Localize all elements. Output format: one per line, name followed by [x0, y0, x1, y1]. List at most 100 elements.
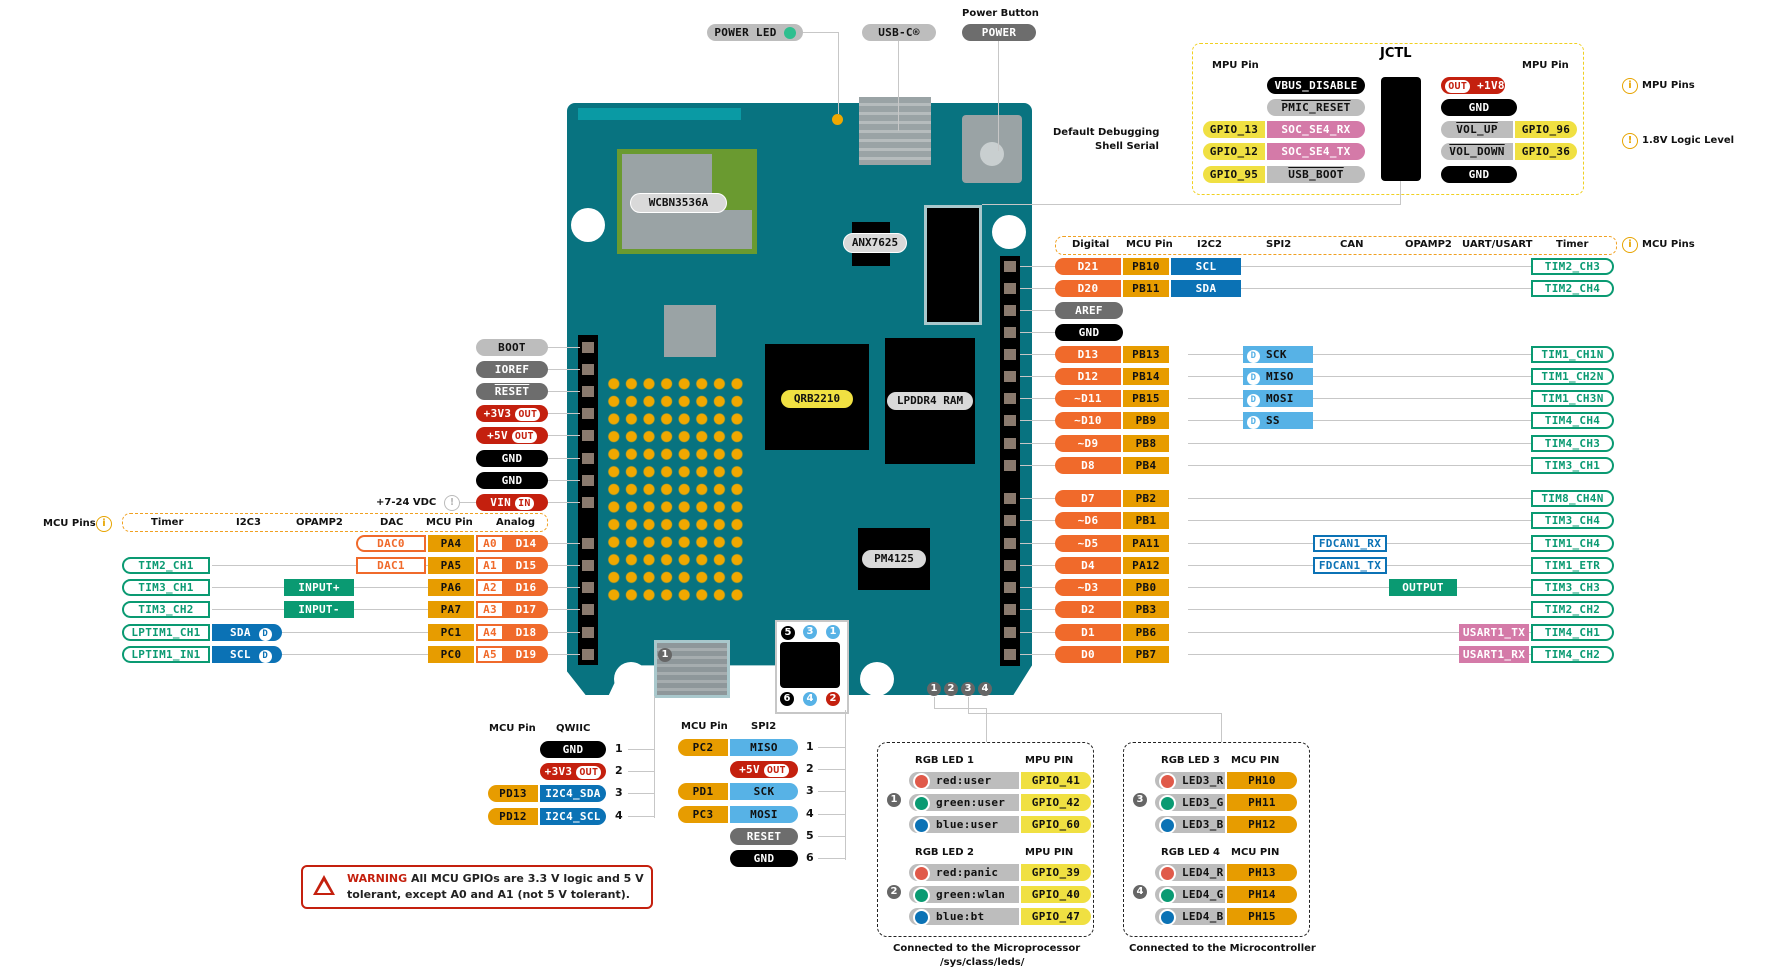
led-group-number: 3: [1133, 793, 1147, 807]
led-name: LED3_R: [1155, 772, 1225, 790]
header-pin: [1004, 261, 1016, 272]
spi2-mcu-header: MCU Pin: [681, 721, 728, 732]
led-blue-icon: [913, 908, 930, 926]
led-name: green:user: [909, 794, 1019, 812]
mcu-pin: PB7: [1123, 646, 1169, 663]
mpu-led-footer-2: /sys/class/leds/: [940, 957, 1025, 968]
spi-d-badge: D: [1247, 394, 1260, 407]
spi-pin-3: 3: [803, 625, 817, 639]
timer-pin: TIM4_CH3: [1531, 435, 1614, 452]
led-pin: PH14: [1227, 886, 1297, 903]
row-line: [1188, 266, 1598, 267]
led-pin-header: MPU PIN: [1025, 755, 1074, 766]
i2c-pin: SCL: [1171, 258, 1241, 275]
led-group-title: RGB LED 1: [915, 755, 974, 766]
timer-pin: TIM3_CH1: [1531, 457, 1614, 474]
i2c-d-badge: D: [258, 650, 272, 663]
col-spi2: SPI2: [1266, 239, 1292, 250]
col-digital: Digital: [1072, 239, 1110, 250]
spi-line: [818, 769, 845, 770]
led-name-text: LED3_B: [1182, 818, 1224, 831]
jctl-pmic-reset: PMIC_RESET: [1267, 99, 1365, 116]
connector-line: [548, 480, 580, 481]
spi-row-num: 2: [806, 762, 814, 775]
qwiic-header: QWIIC: [556, 723, 591, 734]
spi-line: [818, 747, 845, 748]
wifi-shield-2: [622, 210, 752, 249]
out-badge: OUT: [763, 764, 789, 777]
timer-pin: TIM1_CH3N: [1531, 390, 1614, 407]
jctl-right-header: MPU Pin: [1522, 60, 1569, 71]
spi-pin-2: 2: [826, 692, 840, 706]
spi-d-badge: D: [1247, 350, 1260, 363]
left-mcu-pins-note: MCU Pins: [43, 518, 96, 529]
power-pin-label: IOREF: [494, 363, 530, 376]
header-pin: [582, 538, 594, 549]
col-timer: Timer: [1556, 239, 1589, 250]
spi2-header: SPI2: [751, 721, 777, 732]
led-red-icon: [1159, 864, 1176, 882]
timer-pin: TIM2_CH4: [1531, 280, 1614, 297]
opamp-pin: OUTPUT: [1389, 579, 1457, 596]
power-button-label: POWER: [962, 24, 1036, 41]
jctl-logic-note: 1.8V Logic Level: [1642, 135, 1735, 146]
analog-pin: A4: [476, 624, 504, 641]
row-line: [1188, 520, 1598, 521]
digital-pin: D14: [504, 535, 548, 552]
qwiic-mcu-header: MCU Pin: [489, 723, 536, 734]
timer-pin: TIM2_CH3: [1531, 258, 1614, 275]
led-name-text: LED4_G: [1182, 888, 1224, 901]
qwiic-row-num: 4: [615, 809, 623, 822]
col-dac: DAC: [380, 517, 404, 528]
qwiic-line: [628, 771, 654, 772]
header-pin: [1004, 538, 1016, 549]
col-i2c2: I2C2: [1197, 239, 1222, 250]
connector-line: [1020, 332, 1056, 333]
led-pin-header: MCU PIN: [1231, 755, 1280, 766]
spi-row-num: 3: [806, 784, 814, 797]
header-pin: [582, 453, 594, 464]
led-green-icon: [1159, 794, 1176, 812]
power-pin-label: +5V: [487, 429, 508, 442]
connector-line: [548, 502, 580, 503]
power-pin-label: BOOT: [498, 341, 526, 354]
led-pin: GPIO_40: [1021, 886, 1091, 903]
header-pin: [1004, 349, 1016, 360]
mpu-label: QRB2210: [781, 390, 853, 408]
led-pin-header: MCU PIN: [1231, 847, 1280, 858]
jctl-gpio-13: GPIO_13: [1203, 121, 1265, 138]
row-line: [1188, 632, 1598, 633]
timer-pin: TIM2_CH1: [122, 557, 210, 574]
antenna-trace: [578, 108, 741, 120]
timer-pin: TIM1_CH1N: [1531, 346, 1614, 363]
connector-line: [1020, 420, 1056, 421]
qwiic-pin-label: +3V3: [544, 765, 573, 778]
timer-pin: TIM3_CH2: [122, 601, 210, 618]
led-number-2: 2: [944, 682, 958, 696]
header-pin: [1004, 415, 1016, 426]
jctl-gpio-36: GPIO_36: [1515, 143, 1577, 160]
led-name-text: blue:bt: [936, 910, 985, 923]
jctl-mpu-pins-note: MPU Pins: [1642, 80, 1695, 91]
connector-line: [548, 565, 580, 566]
power-pin-label: +3V3: [483, 407, 512, 420]
header-pin: [1004, 371, 1016, 382]
header-pin: [582, 342, 594, 353]
spi-pin-label: +5V: [739, 763, 760, 776]
jctl-title: JCTL: [1380, 46, 1412, 61]
warning-line-2: tolerant, except A0 and A1 (not 5 V tole…: [347, 888, 630, 901]
header-pin: [1004, 649, 1016, 660]
led-blue-icon: [913, 816, 930, 834]
led-name: LED4_R: [1155, 864, 1225, 882]
mcu-pin: PB9: [1123, 412, 1169, 429]
header-pin: [582, 475, 594, 486]
led-pin: PH10: [1227, 772, 1297, 789]
spi-pin-1: 1: [826, 625, 840, 639]
jctl-gnd-1: GND: [1441, 99, 1517, 116]
mcu-pin: PB15: [1123, 390, 1169, 407]
connector-line: [548, 391, 580, 392]
analog-pin: A5: [476, 646, 504, 663]
digital-pin: D17: [504, 601, 548, 618]
